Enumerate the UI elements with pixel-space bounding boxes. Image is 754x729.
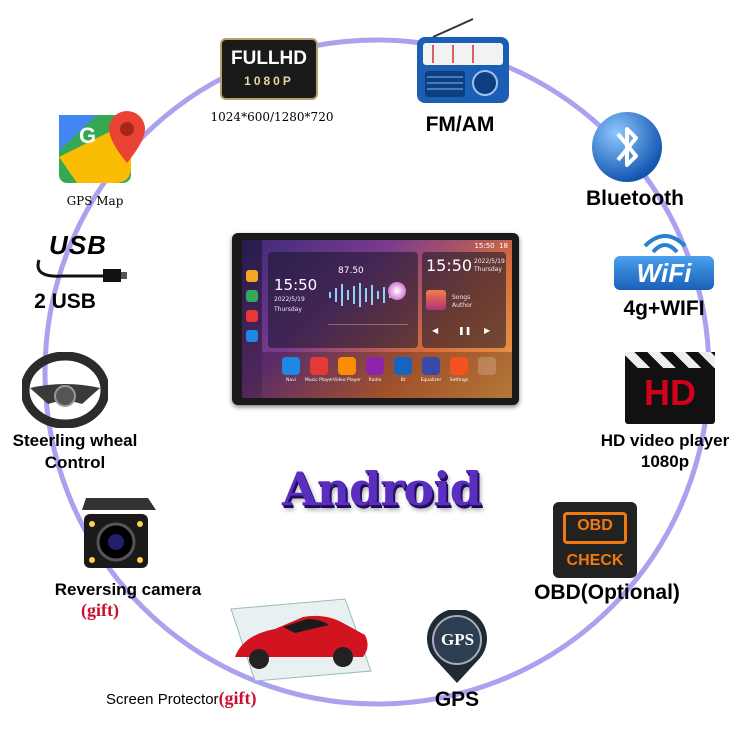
bluetooth-caption: Bluetooth (586, 187, 684, 210)
maps-icon (246, 290, 258, 302)
device-screen: 15:50 18 15:50 2022/5/19 Thursday 87.50 … (242, 240, 512, 398)
pause-button[interactable]: ❚❚ (458, 326, 472, 335)
gps-map-caption: GPS Map (66, 194, 124, 208)
folder-icon (246, 270, 258, 282)
status-number: 18 (499, 242, 508, 250)
app-label: Navi (285, 378, 297, 383)
home-icon (246, 330, 258, 342)
obd-badge-bottom: CHECK (566, 552, 624, 569)
full-hd-badge-line2: 1080P (244, 74, 294, 88)
radio-app-icon[interactable] (366, 357, 384, 375)
radio-disc-icon (388, 282, 406, 300)
app-label: Settings (449, 378, 469, 383)
app-dock (262, 352, 512, 398)
gps-pin-icon (427, 610, 487, 683)
wifi-arcs-icon (643, 234, 687, 254)
reversing-camera-caption: Reversing camera (54, 580, 202, 599)
clapperboard-icon: HD (625, 352, 715, 424)
gps-caption: GPS (434, 688, 480, 711)
full-hd-badge-line1: FULLHD (231, 48, 307, 69)
status-bar: 15:50 18 (474, 242, 508, 250)
settings-app-icon[interactable] (450, 357, 468, 375)
bt-app-icon[interactable] (394, 357, 412, 375)
clock-date-left: 2022/5/19 (274, 296, 305, 303)
screen-protector-caption: Screen Protector (106, 691, 219, 708)
radio-waveform (329, 283, 391, 307)
clock-radio-tile: 15:50 2022/5/19 Thursday 87.50 (268, 252, 418, 348)
wifi-badge-text: WiFi (636, 258, 692, 288)
head-unit-device: 15:50 18 15:50 2022/5/19 Thursday 87.50 … (232, 233, 519, 405)
equalizer-app-icon[interactable] (422, 357, 440, 375)
next-button[interactable]: ▶ (484, 326, 491, 335)
screen-protector-gift: (gift) (218, 688, 257, 708)
clock-date-right: 2022/5/19 (474, 258, 505, 265)
steering-wheel-icon (22, 352, 108, 428)
google-maps-icon: G (59, 111, 145, 183)
app-label: Music Player (304, 378, 334, 383)
reversing-camera-icon (82, 498, 156, 568)
music-title: Songs (452, 294, 471, 301)
obd-caption: OBD(Optional) (534, 581, 680, 604)
reversing-camera-gift: (gift) (81, 600, 119, 620)
media-icon (246, 310, 258, 322)
usb-logo-text: USB (49, 230, 107, 260)
hd-video-caption-line1: HD video player (600, 431, 730, 450)
app-label: Video Player (332, 378, 362, 383)
wifi-caption: 4g+WIFI (623, 297, 705, 320)
obd-badge-top: OBD (577, 517, 613, 534)
clock-music-tile: 15:50 2022/5/19 Thursday Songs Author ◀ … (422, 252, 506, 348)
obd-check-icon: OBD CHECK (553, 502, 637, 578)
wifi-badge (614, 256, 714, 290)
clock-time-right: 15:50 (426, 256, 473, 275)
empty-app-slot (478, 357, 496, 375)
screen-sidebar (242, 240, 262, 398)
gps-pin-text: GPS (440, 630, 475, 649)
radio-frequency: 87.50 (338, 266, 364, 276)
fm-am-caption: FM/AM (425, 113, 495, 136)
bluetooth-icon (592, 112, 662, 182)
app-label: Equalizer (420, 378, 442, 383)
hd-video-caption-line2: 1080p (640, 452, 690, 471)
screen-protector-line: Screen Protector(gift) (106, 688, 257, 709)
music-artist: Author (452, 302, 473, 309)
sports-car-icon (230, 598, 372, 682)
hd-badge-text: HD (644, 372, 696, 413)
full-hd-icon: FULLHD 1080P (220, 38, 318, 100)
app-label: Radio (368, 378, 382, 383)
prev-button[interactable]: ◀ (432, 326, 439, 335)
music-app-icon[interactable] (310, 357, 328, 375)
android-wordmark: Android (282, 462, 482, 516)
full-hd-caption: 1024*600/1280*720 (210, 110, 334, 124)
app-label: Bt (400, 378, 406, 383)
clock-day-left: Thursday (274, 306, 302, 313)
usb-caption: 2 USB (34, 290, 96, 313)
controls-row (328, 324, 408, 335)
video-app-icon[interactable] (338, 357, 356, 375)
steering-caption-line1: Steerling wheal (12, 431, 138, 450)
svg-text:G: G (79, 123, 96, 148)
status-time: 15:50 (474, 242, 495, 250)
clock-day-right: Thursday (474, 266, 502, 273)
radio-icon (417, 18, 509, 103)
steering-caption-line2: Control (44, 453, 106, 472)
album-art (426, 290, 446, 310)
usb-cable-icon (36, 259, 127, 282)
navi-app-icon[interactable] (282, 357, 300, 375)
clock-time-left: 15:50 (274, 276, 318, 294)
